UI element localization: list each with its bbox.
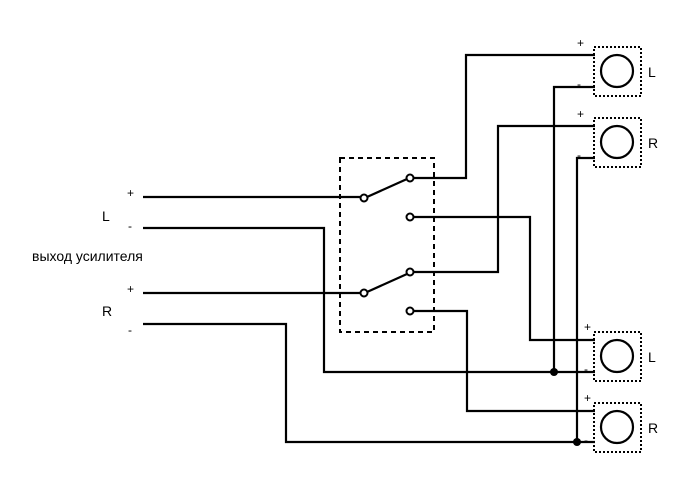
speaker-label: R — [648, 135, 658, 151]
switch-pole-1-terminal — [359, 193, 369, 203]
speaker-minus-sign: - — [577, 148, 581, 162]
switch-blade-1 — [366, 177, 408, 199]
wire-amp-r-minus — [143, 322, 595, 444]
amp-channel-r-label: R — [102, 303, 112, 319]
wire-pair1-r-minus — [575, 156, 595, 442]
switch-blade-2 — [366, 272, 408, 294]
speaker-minus-sign: - — [577, 77, 581, 91]
amp-r-minus-sign: - — [128, 323, 132, 337]
speaker-pair2-right: R + - — [584, 391, 658, 453]
speaker-label: L — [648, 64, 656, 80]
amplifier-output-label: выход усилителя — [32, 248, 143, 264]
speaker-pair1-left: L + - — [577, 36, 656, 97]
speaker-icon — [599, 409, 635, 445]
switch-throw-1a-terminal — [405, 173, 415, 183]
switch-pole-2-terminal — [359, 288, 369, 298]
speaker-plus-sign: + — [577, 36, 584, 50]
speaker-label: L — [648, 349, 656, 365]
speaker-minus-sign: - — [584, 433, 588, 447]
wire-pair2-l-plus — [414, 215, 595, 342]
speaker-icon — [599, 338, 635, 374]
speaker-icon — [599, 53, 635, 89]
wire-pair1-l-plus — [414, 53, 595, 180]
speaker-pair2-left: L + - — [584, 320, 656, 382]
wire-pair1-r-plus — [414, 124, 595, 274]
speaker-plus-sign: + — [584, 320, 591, 334]
wire-pair2-r-plus — [414, 309, 595, 413]
speaker-icon — [599, 124, 635, 160]
speaker-plus-sign: + — [584, 391, 591, 405]
speaker-minus-sign: - — [584, 362, 588, 376]
amp-l-minus-sign: - — [128, 219, 132, 233]
amp-r-plus-sign: + — [127, 282, 134, 296]
switch-throw-2b-terminal — [405, 306, 415, 316]
junction-l-minus — [550, 368, 558, 376]
switch-enclosure — [339, 157, 435, 333]
speaker-label: R — [648, 420, 658, 436]
switch-throw-1b-terminal — [405, 212, 415, 222]
junction-r-minus — [573, 438, 581, 446]
speaker-plus-sign: + — [577, 107, 584, 121]
wire-pair1-l-minus — [552, 85, 595, 372]
wire-amp-l-minus — [143, 226, 595, 374]
switch-throw-2a-terminal — [405, 267, 415, 277]
amp-channel-l-label: L — [102, 208, 110, 224]
amp-l-plus-sign: + — [127, 186, 134, 200]
speaker-pair1-right: R + - — [577, 107, 658, 168]
